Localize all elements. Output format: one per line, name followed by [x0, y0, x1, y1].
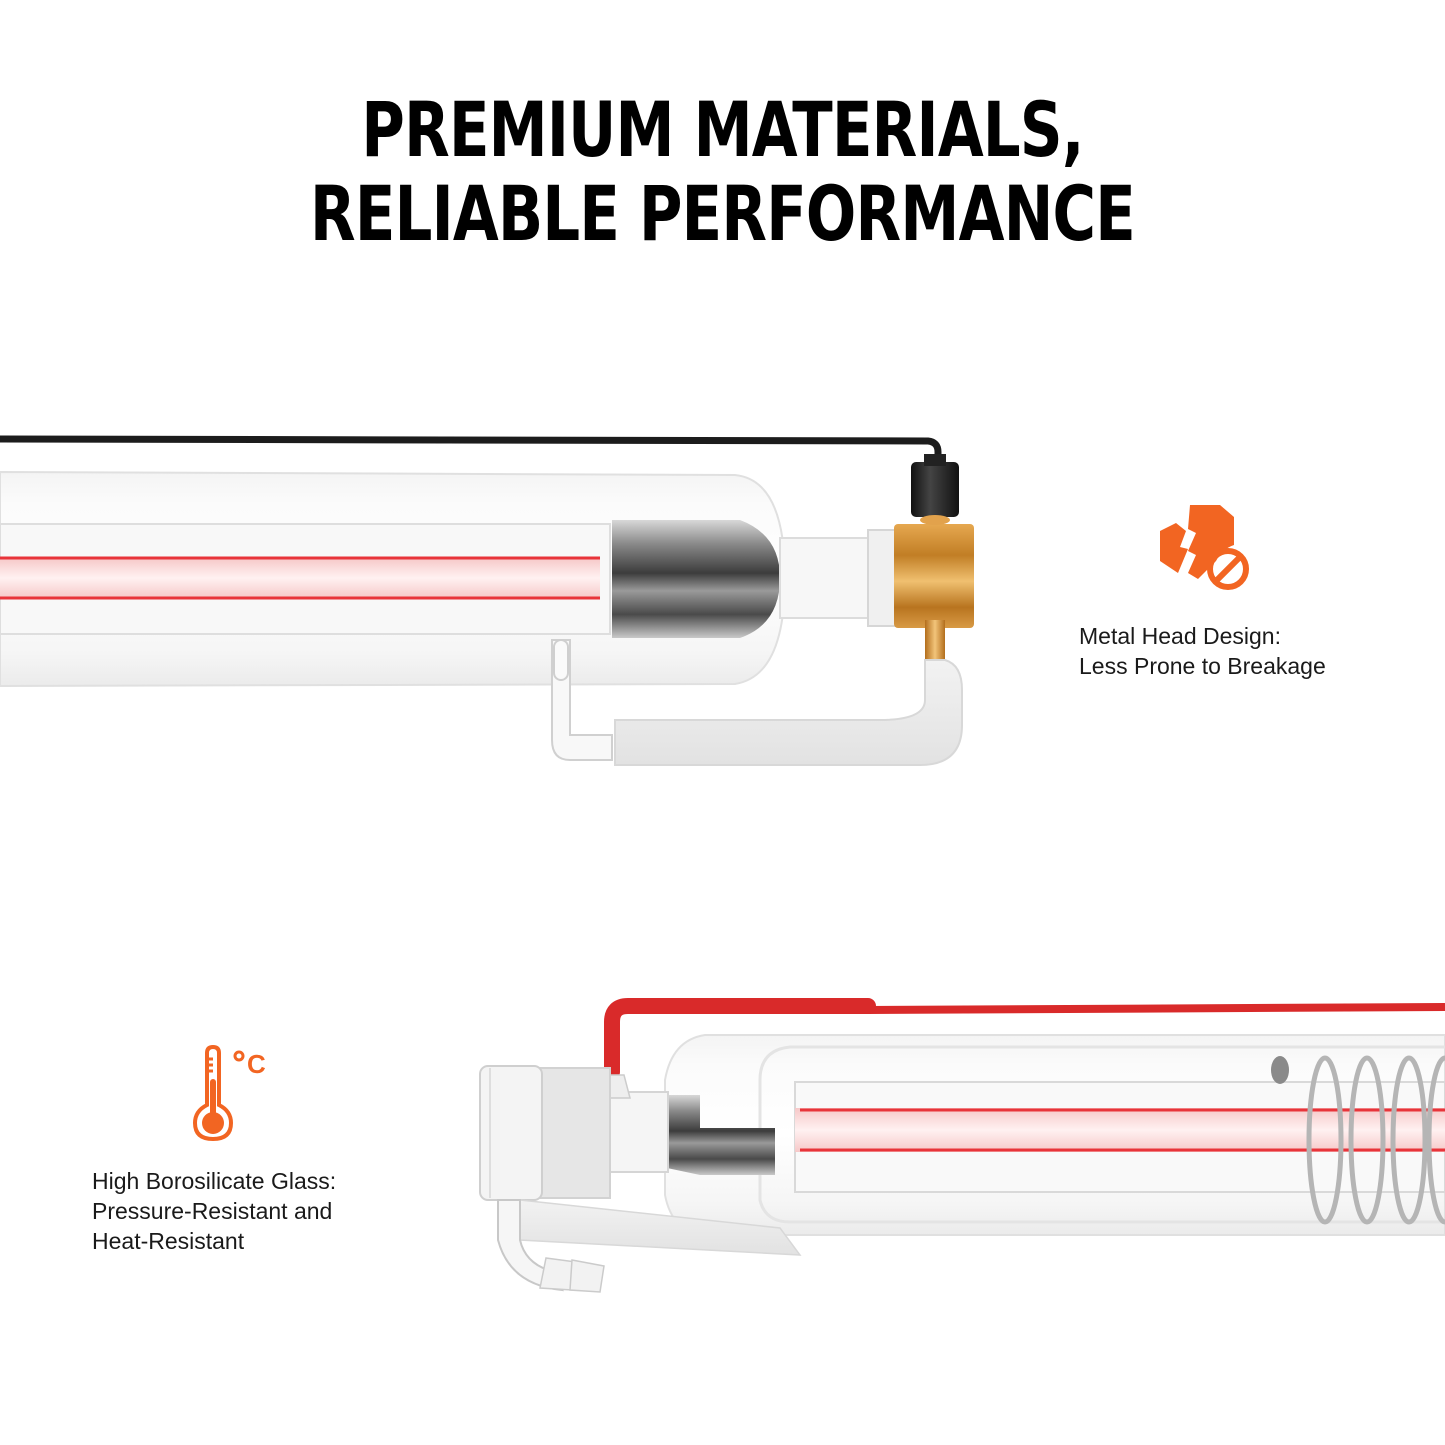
feature-metal-head-title: Metal Head Design:: [1079, 623, 1281, 649]
svg-text:C: C: [247, 1049, 266, 1079]
feature-borosilicate-glass: High Borosilicate Glass: Pressure-Resist…: [92, 1166, 336, 1256]
thermometer-celsius-icon: C: [193, 1045, 266, 1141]
feature-glass-title: High Borosilicate Glass:: [92, 1168, 337, 1194]
headline-line-2: RELIABLE PERFORMANCE: [310, 169, 1136, 258]
feature-metal-head-desc: Less Prone to Breakage: [1079, 653, 1326, 679]
headline-line-1: PREMIUM MATERIALS,: [361, 85, 1084, 174]
feature-glass-desc-1: Pressure-Resistant and: [92, 1198, 333, 1224]
page-headline: PREMIUM MATERIALS, RELIABLE PERFORMANCE: [159, 88, 1286, 256]
feature-metal-head: Metal Head Design: Less Prone to Breakag…: [1079, 621, 1326, 681]
broken-shield-no-icon: [1160, 505, 1249, 590]
feature-glass-desc-2: Heat-Resistant: [92, 1228, 245, 1254]
